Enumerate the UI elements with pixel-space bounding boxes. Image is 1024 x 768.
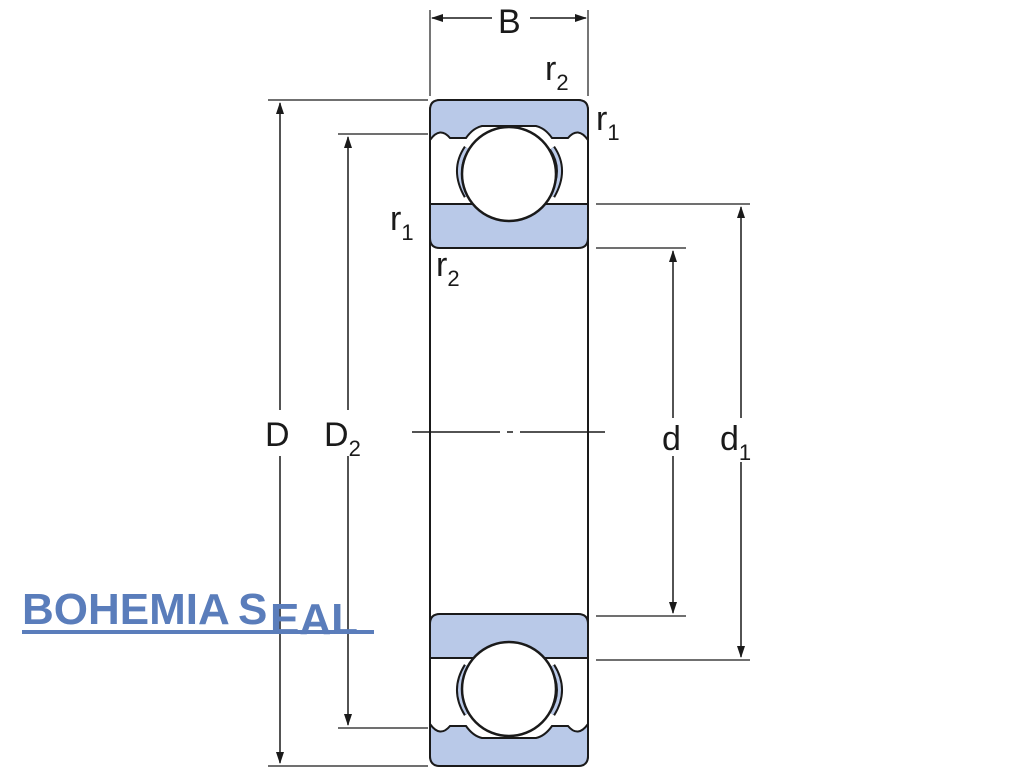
ball-top (460, 125, 558, 223)
label-D2-main: D (324, 416, 349, 454)
label-d: d (662, 420, 681, 458)
label-r2-top: r2 (545, 50, 569, 95)
label-r1-left-main: r (390, 200, 401, 238)
label-B: B (498, 3, 521, 41)
label-D: D (265, 416, 290, 454)
outer-ring-top (429, 99, 589, 144)
label-r1-left-sub: 1 (401, 220, 413, 245)
logo-s-glyph: S (238, 585, 267, 634)
label-r1-top-sub: 1 (607, 120, 619, 145)
ball-bottom (460, 640, 558, 738)
cage-right-top-inner (550, 147, 561, 197)
inner-ring-top (429, 203, 589, 249)
label-r2-top-sub: 2 (556, 70, 568, 95)
bohemia-seal-logo: BOHEMIA S EAL (22, 585, 374, 644)
label-r1-top: r1 (596, 100, 620, 145)
label-r2-left-sub: 2 (447, 266, 459, 291)
label-r1-top-main: r (596, 100, 607, 138)
outer-ring-bottom (429, 720, 589, 767)
label-D2: D2 (324, 416, 361, 461)
label-D2-sub: 2 (349, 436, 361, 461)
label-d1-main: d (720, 420, 739, 458)
label-r2-left: r2 (436, 246, 460, 291)
logo-underline (22, 630, 374, 634)
cage-right-bottom-inner (550, 665, 561, 715)
logo-text-left: BOHEMIA (22, 585, 230, 634)
label-r1-left: r1 (390, 200, 414, 245)
inner-ring-bottom (429, 613, 589, 659)
logo-text-right: EAL (270, 595, 358, 644)
label-d1: d1 (720, 420, 751, 465)
label-d1-sub: 1 (739, 440, 751, 465)
extension-lines (268, 10, 750, 767)
label-r2-top-main: r (545, 50, 556, 88)
label-r2-left-main: r (436, 246, 447, 284)
